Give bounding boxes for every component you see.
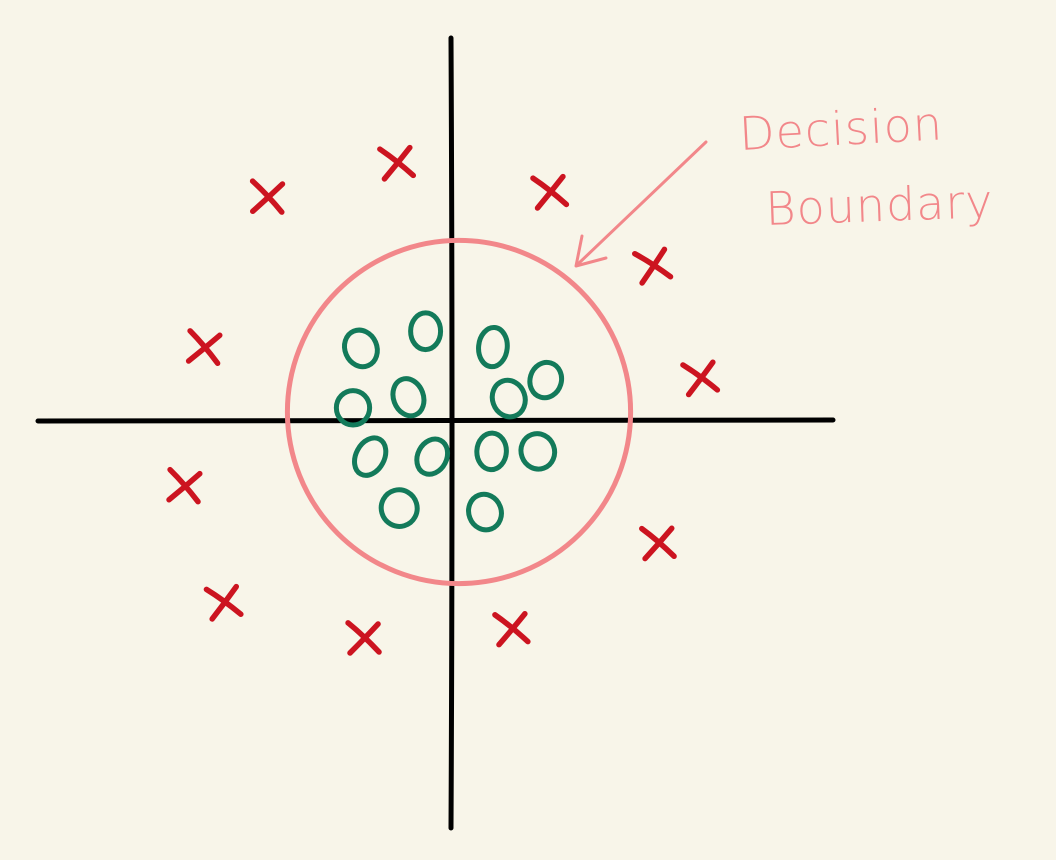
negative-class-points bbox=[333, 310, 565, 533]
arrow-shaft bbox=[576, 140, 708, 266]
cross-point bbox=[203, 583, 244, 622]
positive-class-points bbox=[166, 144, 721, 656]
decision-boundary-circle bbox=[284, 237, 634, 587]
circle-point bbox=[352, 435, 389, 478]
cross-point bbox=[492, 611, 531, 648]
cross-point bbox=[185, 328, 223, 367]
circle-point bbox=[414, 436, 451, 477]
y-axis bbox=[448, 35, 455, 831]
circle-point bbox=[489, 377, 528, 420]
cross-point bbox=[249, 178, 286, 215]
circle-point bbox=[333, 388, 373, 428]
cross-point bbox=[632, 246, 674, 286]
annotation-text-decision: Decision bbox=[738, 96, 944, 161]
circle-point bbox=[408, 310, 444, 353]
cross-point bbox=[377, 144, 417, 182]
circle-point bbox=[474, 430, 509, 473]
circle-point bbox=[466, 491, 504, 533]
circle-point bbox=[390, 376, 427, 419]
circle-point bbox=[378, 487, 420, 529]
circle-point bbox=[342, 327, 380, 370]
cross-point bbox=[166, 466, 203, 505]
circle-point bbox=[527, 359, 565, 401]
cross-point bbox=[639, 525, 677, 562]
circle-point bbox=[518, 431, 558, 472]
annotation-text-boundary: Boundary bbox=[764, 174, 994, 236]
cross-point bbox=[530, 173, 570, 211]
circle-point bbox=[476, 324, 510, 370]
cross-point bbox=[345, 620, 382, 656]
annotation-arrow bbox=[574, 140, 708, 268]
x-axis bbox=[35, 417, 836, 424]
arrow-head bbox=[574, 234, 608, 268]
cross-point bbox=[680, 359, 721, 398]
